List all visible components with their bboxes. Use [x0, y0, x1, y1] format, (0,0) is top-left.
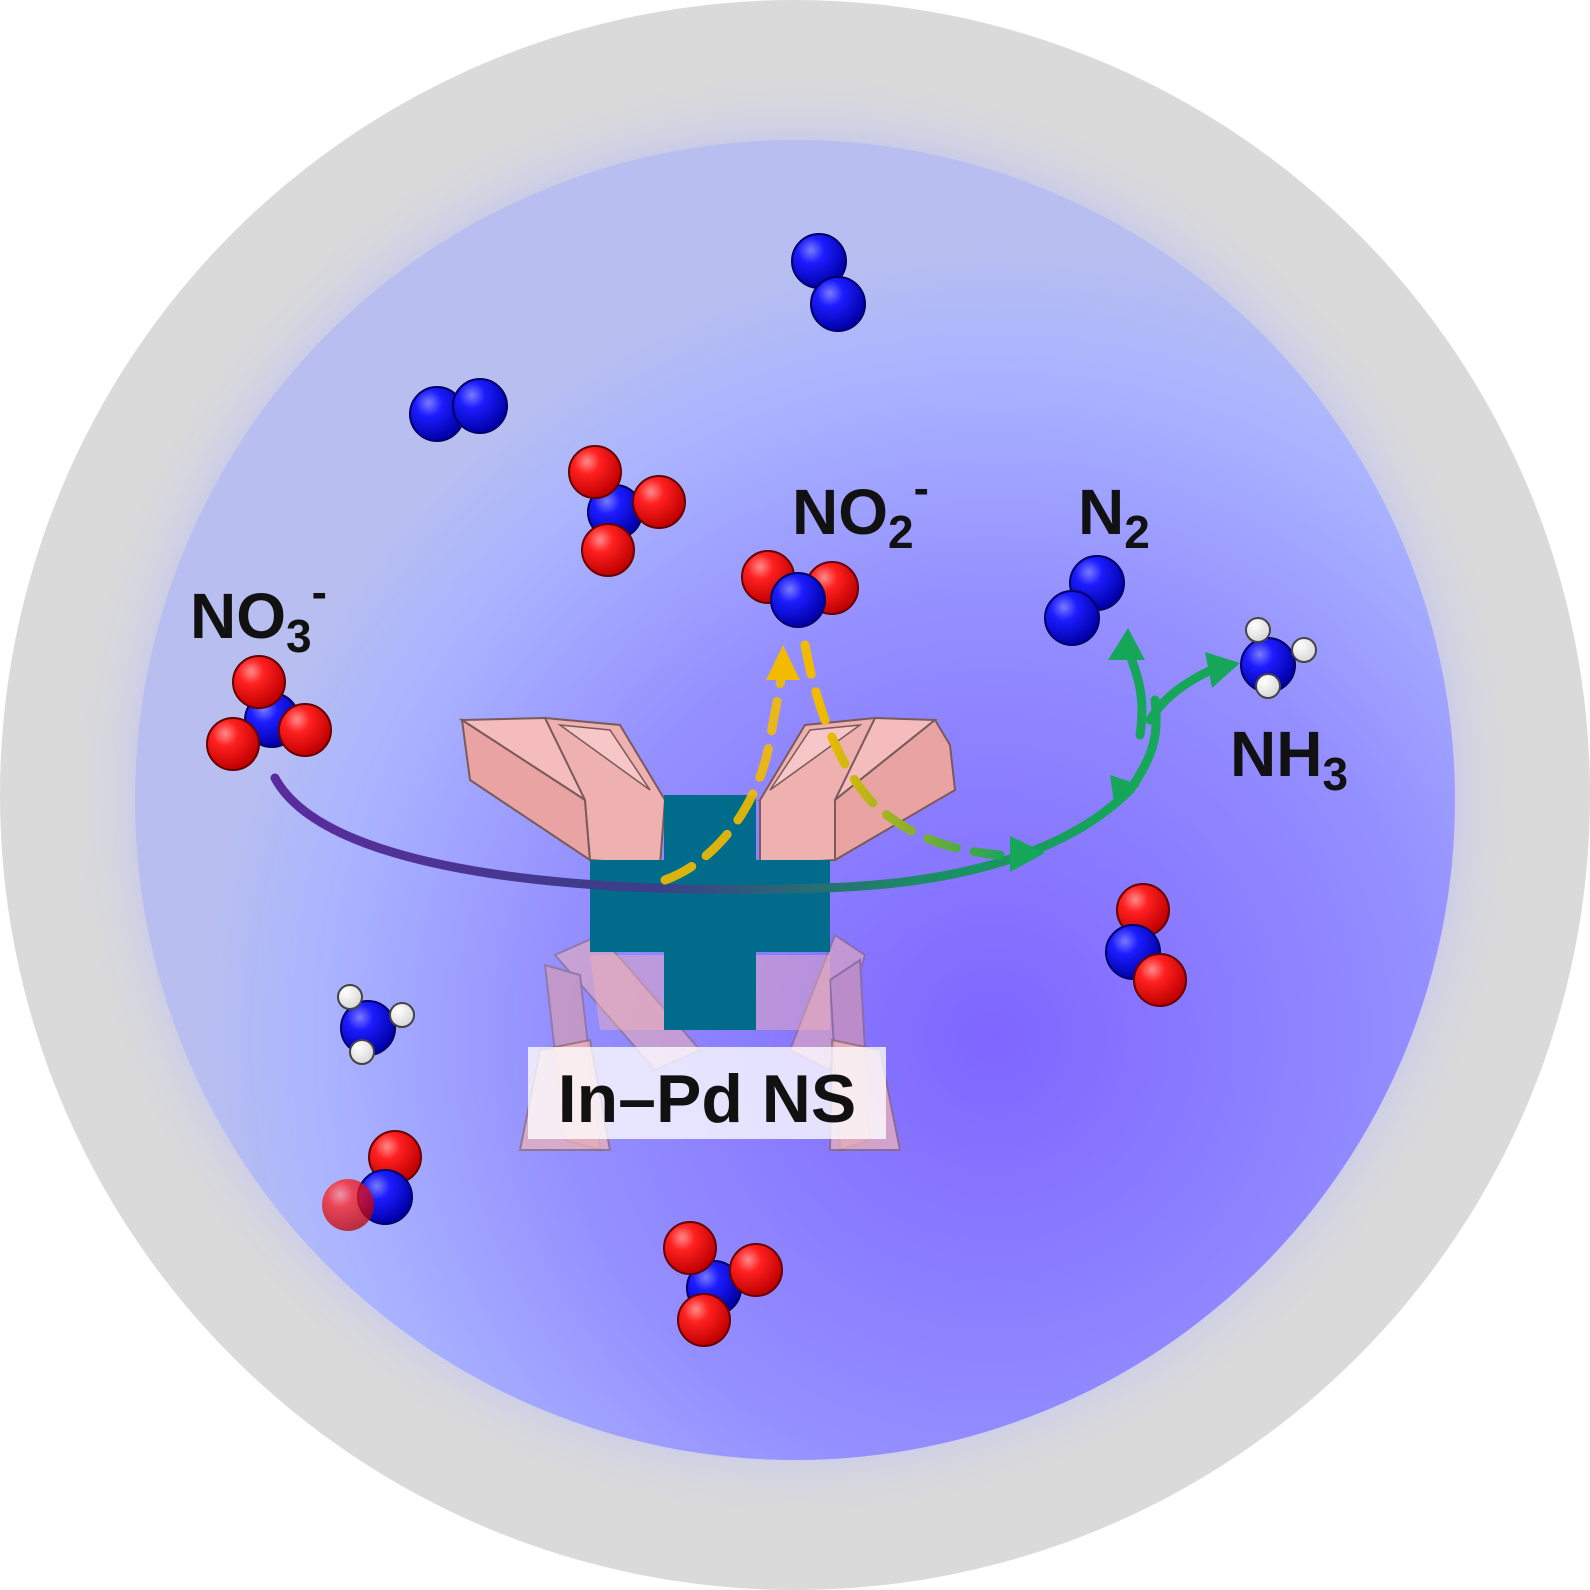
nitrite-reduction-dashed — [800, 640, 1005, 860]
catalyst-label: In–Pd NS — [558, 1061, 857, 1137]
nitrate-label: NO3- — [190, 566, 327, 662]
no3-molecule-icon — [663, 1221, 783, 1347]
nitrogen-label: N2 — [1078, 476, 1150, 558]
nh3-molecule-icon — [337, 984, 415, 1065]
no3-molecule-icon — [568, 445, 686, 577]
n2-arrowhead — [1108, 628, 1145, 660]
n2-molecule-icon — [1044, 555, 1125, 646]
no2-molecule-icon — [741, 550, 859, 628]
nh3-molecule-icon — [1240, 617, 1317, 699]
nitrite-arrowhead — [766, 645, 800, 680]
n2-molecule-icon — [409, 378, 508, 442]
path-arrowhead-2 — [1110, 775, 1140, 810]
catalyst-label-box — [528, 1047, 886, 1139]
ammonia-label: NH3 — [1230, 718, 1348, 800]
nitrite-formation-dashed — [660, 665, 787, 885]
n2-molecule-icon — [791, 233, 866, 332]
nitrate-path-arrow — [270, 695, 1161, 894]
nh3-branch-arrow — [1145, 663, 1220, 725]
no3-molecule-icon — [206, 655, 332, 771]
nh3-arrowhead — [1205, 652, 1240, 688]
no2-molecule-icon — [1105, 883, 1187, 1007]
no2-molecule-icon — [322, 1130, 422, 1231]
nitrite-label: NO2- — [792, 462, 929, 558]
path-arrowhead-1 — [1010, 836, 1045, 872]
reaction-paths — [270, 628, 1240, 894]
